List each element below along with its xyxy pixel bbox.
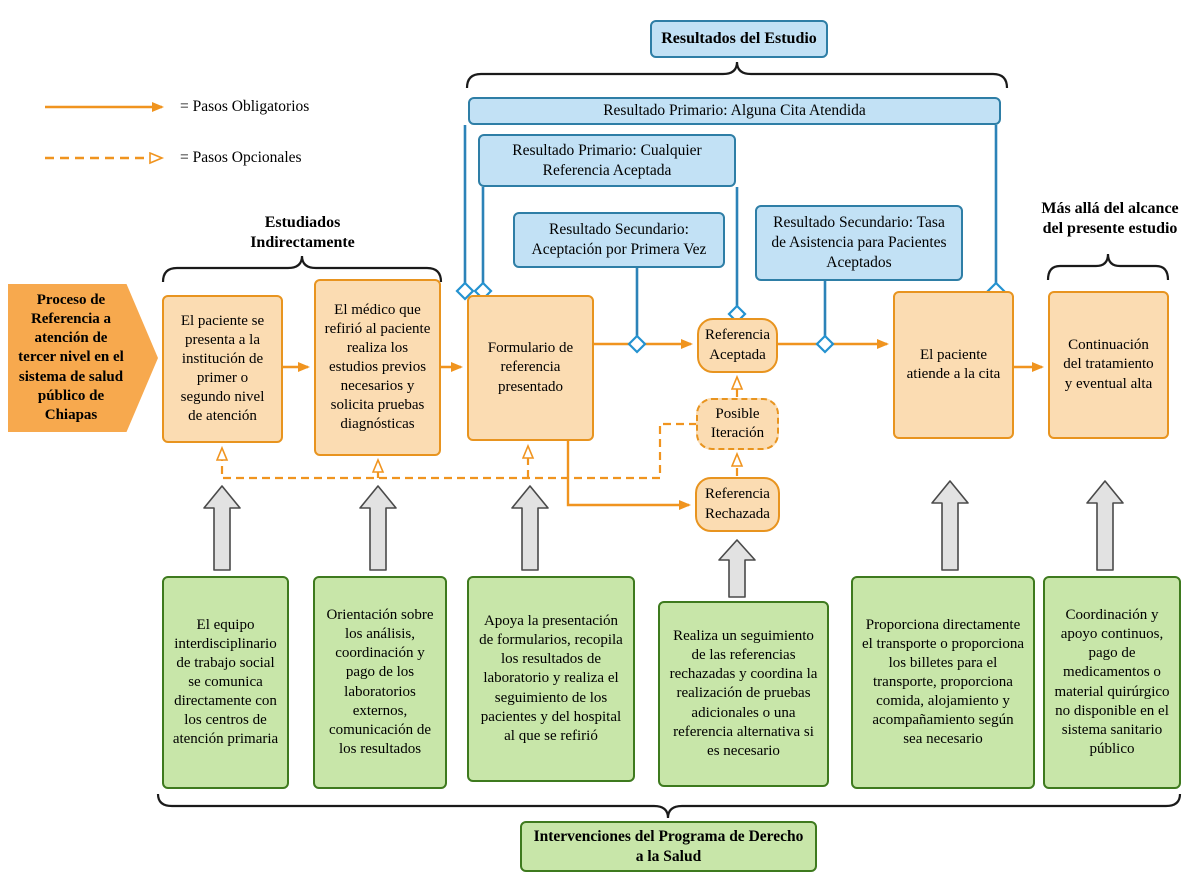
intervention-lab-guidance: Orientación sobre los análisis, coordina… [313, 576, 447, 789]
legend-mandatory-label: = Pasos Obligatorios [180, 98, 310, 115]
intervention-block-arrows [203, 480, 1124, 598]
beyond-scope-label: Más allá del alcance del presente estudi… [1041, 200, 1179, 237]
outcome-secondary-attendance: Resultado Secundario: Tasa de Asistencia… [755, 205, 963, 281]
intervention-form-support: Apoya la presentación de formularios, re… [467, 576, 635, 782]
intervention-transport-support: Proporciona directamente el transporte o… [851, 576, 1035, 789]
interventions-brace [156, 793, 1182, 819]
outcome-secondary-first-time: Resultado Secundario: Aceptación por Pri… [513, 212, 725, 268]
process-possible-iteration: Posible Iteración [696, 398, 779, 450]
process-step-referral-form: Formulario de referencia presentado [467, 295, 594, 441]
outcome-connector-lines [463, 125, 998, 336]
top-brace [465, 61, 1009, 89]
process-step-patient-presents: El paciente se presenta a la institución… [162, 295, 283, 443]
process-treatment-continuation: Continuación del tratamiento y eventual … [1048, 291, 1169, 439]
intervention-social-work-team: El equipo interdisciplinario de trabajo … [162, 576, 289, 789]
intervention-rejected-followup: Realiza un seguimiento de las referencia… [658, 601, 829, 787]
intervention-ongoing-support: Coordinación y apoyo continuos, pago de … [1043, 576, 1181, 789]
process-step-referring-doctor: El médico que refirió al paciente realiz… [314, 279, 441, 456]
process-patient-attends: El paciente atiende a la cita [893, 291, 1014, 439]
optional-flow-arrows [222, 379, 737, 480]
studied-indirectly-brace [161, 255, 443, 283]
interventions-program-title: Intervenciones del Programa de Derecho a… [520, 821, 817, 872]
legend-optional-label: = Pasos Opcionales [180, 149, 302, 166]
outcome-primary-appointment: Resultado Primario: Alguna Cita Atendida [468, 97, 1001, 125]
beyond-scope-brace [1046, 253, 1170, 281]
process-banner: Proceso de Referencia a atención de terc… [8, 284, 158, 432]
process-referral-accepted: Referencia Aceptada [697, 318, 778, 373]
process-referral-rejected: Referencia Rechazada [695, 477, 780, 532]
studied-indirectly-label: Estudiados Indirectamente [250, 214, 355, 251]
outcome-primary-referral: Resultado Primario: Cualquier Referencia… [478, 134, 736, 187]
study-results-title: Resultados del Estudio [650, 20, 828, 58]
